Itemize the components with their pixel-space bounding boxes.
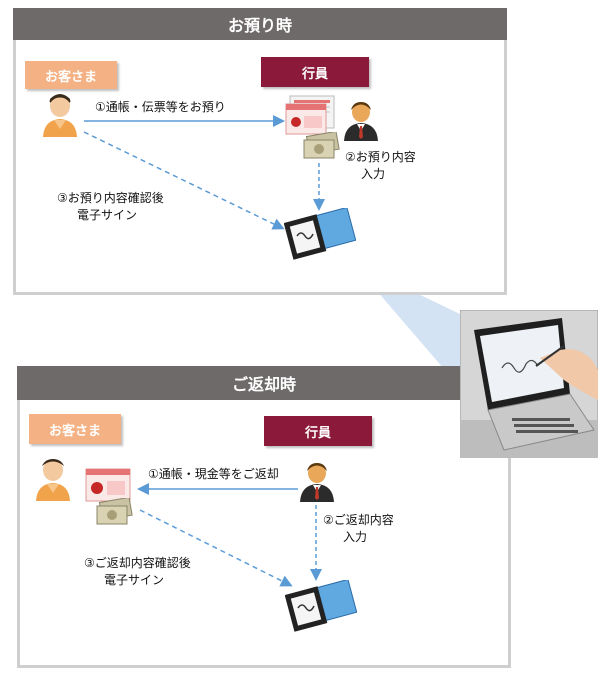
customer-person-icon — [43, 94, 77, 137]
step2-label-line1: ②ご返却内容 — [323, 513, 394, 527]
return-panel-title: ご返却時 — [17, 366, 511, 400]
step2-label-line1: ②お預り内容 — [345, 150, 416, 164]
step3-label-line1: ③お預り内容確認後 — [57, 191, 164, 205]
customer-tag: お客さま — [25, 61, 117, 89]
teller-person-icon — [344, 102, 378, 141]
teller-person-icon — [300, 463, 334, 502]
tablet-icon — [284, 208, 356, 260]
teller-tag: 行員 — [264, 416, 372, 446]
step3-label-line2: 電子サイン — [77, 208, 138, 222]
step1-label: ①通帳・伝票等をお預り — [95, 100, 226, 114]
teller-tag: 行員 — [261, 57, 369, 87]
step2-label-line2: 入力 — [343, 530, 368, 544]
step3-label-line1: ③ご返却内容確認後 — [84, 556, 191, 570]
laptop-signing-photo — [460, 310, 598, 458]
step1-label: ①通帳・現金等をご返却 — [148, 467, 279, 481]
money-icon — [303, 132, 340, 159]
deposit-panel-title: お預り時 — [13, 8, 507, 40]
customer-tag: お客さま — [29, 414, 121, 444]
documents-icon — [285, 95, 335, 135]
tablet-icon — [285, 580, 357, 632]
money-icon — [96, 498, 133, 525]
passbook-icon — [85, 468, 131, 502]
step3-label-line2: 電子サイン — [104, 573, 165, 587]
customer-person-icon — [36, 459, 70, 501]
step2-label-line2: 入力 — [361, 167, 386, 181]
